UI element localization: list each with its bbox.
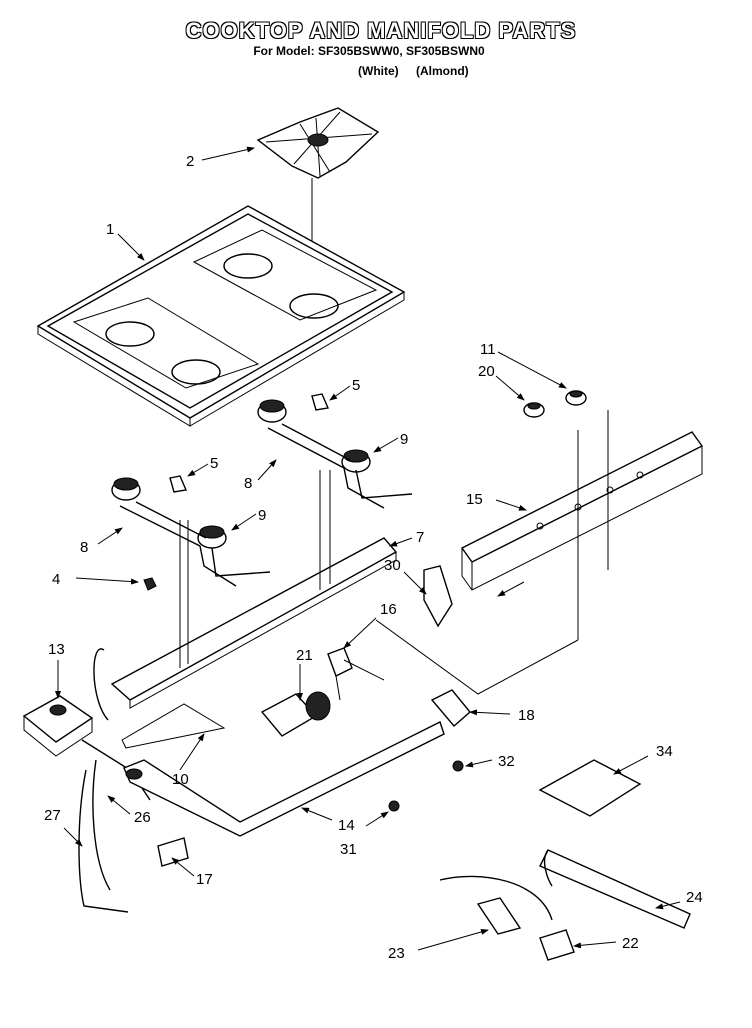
bracket-18-part <box>430 689 471 727</box>
cooktop-part <box>36 205 406 427</box>
variant-white: (White) <box>358 64 399 78</box>
callout-8-rear: 8 <box>244 475 252 492</box>
nut-part <box>143 577 157 591</box>
gas-tubing <box>78 648 129 913</box>
callout-8-front: 8 <box>80 539 88 556</box>
callout-14: 14 <box>338 817 355 834</box>
burner-assembly-rear <box>257 393 413 509</box>
callout-34: 34 <box>656 743 673 760</box>
model-subtitle: For Model: SF305BSWW0, SF305BSWN0 <box>253 44 485 58</box>
manifold-bracket-part <box>110 470 398 749</box>
screw-32-part <box>452 760 464 772</box>
callout-4: 4 <box>52 571 60 588</box>
screw-31-part <box>388 800 400 812</box>
callout-21: 21 <box>296 647 313 664</box>
manifold-pipe-part <box>123 721 445 837</box>
grate-part <box>256 107 380 290</box>
callout-31: 31 <box>340 841 357 858</box>
callout-9-front: 9 <box>258 507 266 524</box>
callout-32: 32 <box>498 753 515 770</box>
knobs-part <box>523 390 587 418</box>
igniter-assembly <box>439 849 691 961</box>
callout-18: 18 <box>518 707 535 724</box>
callout-20: 20 <box>478 363 495 380</box>
leader-lines <box>55 146 681 951</box>
callout-15: 15 <box>466 491 483 508</box>
valve-assembly <box>260 647 385 737</box>
color-variants: (White) (Almond) <box>358 64 483 78</box>
regulator-part <box>22 695 151 801</box>
callout-22: 22 <box>622 935 639 952</box>
manifold-rail-part <box>375 410 704 695</box>
callout-5-rear: 5 <box>352 377 360 394</box>
callout-2: 2 <box>186 153 194 170</box>
diagram-title: COOKTOP AND MANIFOLD PARTS <box>185 18 577 43</box>
callout-23: 23 <box>388 945 405 962</box>
variant-almond: (Almond) <box>416 64 469 78</box>
callout-7: 7 <box>416 529 424 546</box>
burner-assembly-front <box>111 475 271 587</box>
callout-11: 11 <box>480 341 496 358</box>
callout-numbers: 2 1 5 11 20 9 5 8 15 9 7 8 30 4 16 13 21… <box>44 153 703 962</box>
callout-10: 10 <box>172 771 189 788</box>
bracket-17-part <box>157 837 189 867</box>
callout-5-front: 5 <box>210 455 218 472</box>
callout-26: 26 <box>134 809 151 826</box>
callout-9-rear: 9 <box>400 431 408 448</box>
callout-1: 1 <box>106 221 114 238</box>
callout-24: 24 <box>686 889 703 906</box>
callout-30: 30 <box>384 557 401 574</box>
callout-27: 27 <box>44 807 61 824</box>
callout-13: 13 <box>48 641 65 658</box>
callout-16: 16 <box>380 601 397 618</box>
callout-17: 17 <box>196 871 213 888</box>
